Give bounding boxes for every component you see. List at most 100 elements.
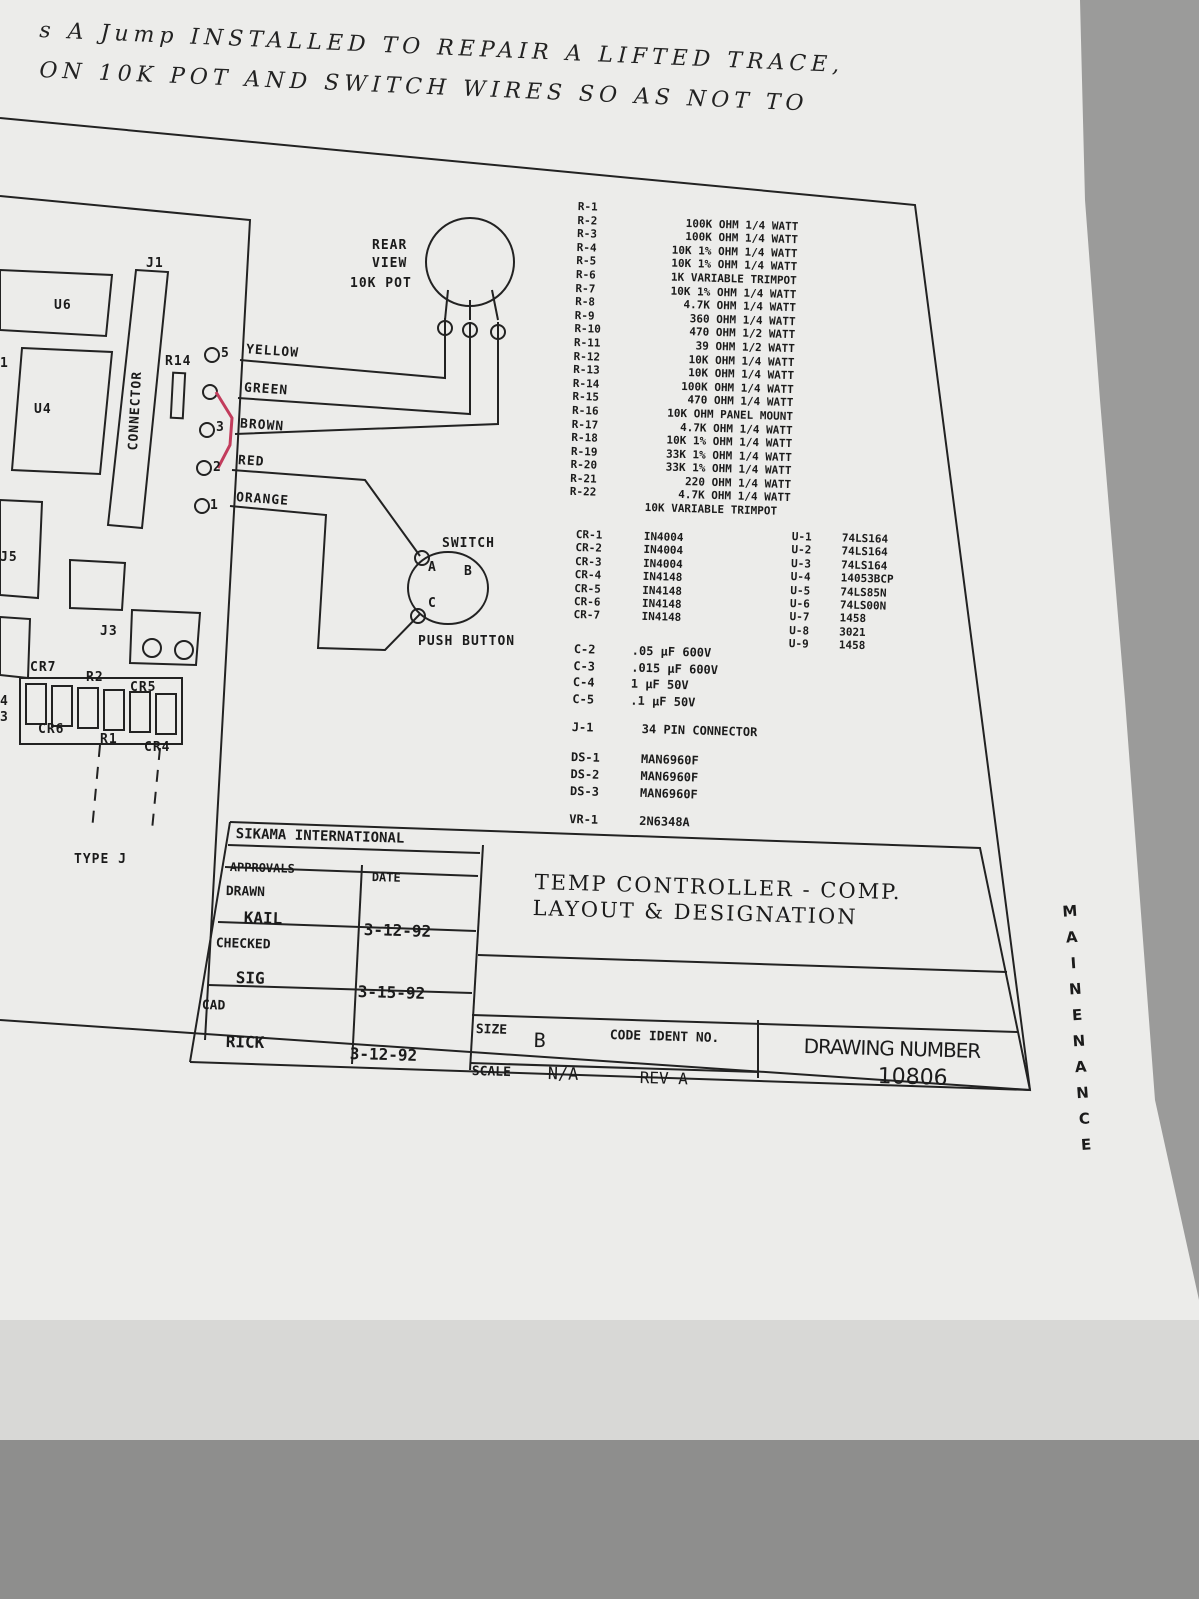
pin-4-wire-label: GREEN [243,380,289,399]
switch-label: SWITCH [442,536,495,551]
cad-by: RICK [225,1032,265,1053]
ic-ref: U-7 [789,610,810,624]
cr5-label: CR5 [130,680,157,695]
pot-label-rear: REAR [372,238,408,253]
cr4-label: CR4 [144,740,171,755]
capacitor-ref: C-4 [572,674,595,690]
ic-value: 3021 [839,625,866,639]
scale-value: N/A [547,1064,579,1085]
diode-value: IN4148 [642,583,683,598]
pin-2-wire-label: RED [237,453,265,470]
ic-value: 1458 [839,611,867,626]
stamp-letter: E [1080,1135,1092,1155]
capacitor-value: 1 µF 50V [630,676,689,693]
ic-value: 74LS164 [841,531,889,546]
u4-label: U4 [34,402,52,417]
ic-ref: U-8 [789,623,810,638]
cr6-label: CR6 [38,722,65,737]
switch-terminal-c: C [428,596,437,611]
red-jumper-mark [214,391,234,469]
capacitor-value: .1 µF 50V [630,693,696,709]
revision: REV A [639,1068,689,1089]
pot-label-10k: 10K POT [350,276,412,291]
capacitor-ref: C-3 [573,658,596,674]
approvals-header: APPROVALS [229,860,296,876]
ic-ref: U-4 [790,570,811,584]
resistor-ref [569,499,631,514]
diode-ref: CR-7 [573,608,601,623]
misc-val: MAN6960F [639,785,698,802]
drawn-date: 3-12-92 [363,920,432,941]
misc-ref: VR-1 [569,811,599,827]
ic-value: 74LS85N [840,584,887,600]
misc-val: 34 PIN CONNECTOR [641,721,758,740]
misc-ref: DS-2 [570,766,600,782]
checked-by: SIG [235,968,265,988]
stamp-letter: E [1071,1005,1083,1025]
switch-terminal-a: A [428,560,437,575]
ic-value: 74LS00N [839,598,887,613]
ic-row: U-9 1458 [789,637,892,653]
size-label: SIZE [475,1022,508,1038]
push-button-label: PUSH BUTTON [418,634,516,649]
side-label-4: 4 [0,694,9,709]
pin-2-number: 2 [213,460,222,475]
ic-ref: U-2 [791,543,812,557]
ic-ref: U-6 [789,596,810,611]
cad-date: 3-12-92 [349,1044,418,1065]
misc-val: MAN6960F [640,751,699,768]
pin-3-number: 3 [216,420,225,435]
code-ident-label: CODE IDENT NO. [609,1028,720,1047]
thermocouple-type-label: TYPE J [74,852,127,867]
diode-value: IN4148 [642,570,683,585]
stamp-letter: C [1078,1109,1091,1129]
size-value: B [533,1028,547,1053]
cad-label: CAD [201,998,226,1014]
r2-label: R2 [86,670,104,685]
j1-label: J1 [146,256,164,271]
stamp-letter: I [1070,953,1077,973]
stamp-letter: M [1061,901,1078,921]
diode-value: IN4004 [643,529,684,545]
switch-terminal-b: B [464,564,473,579]
u5-label: J5 [0,550,18,565]
ic-ref: U-5 [790,583,811,598]
stamp-letter: A [1065,927,1079,947]
drawing-number-label: DRAWING NUMBER [803,1034,981,1063]
capacitor-ref: C-5 [572,691,595,707]
stamp-letter: A [1074,1057,1088,1077]
misc-val: MAN6960F [640,768,699,785]
checked-date: 3-15-92 [357,982,426,1003]
ic-ref: U-9 [788,637,809,651]
drawn-by: KAIL [243,908,283,929]
r14-label: R14 [165,354,192,369]
r1-label: R1 [100,732,118,747]
diode-value: IN4004 [643,543,684,558]
side-label-3: 3 [0,710,9,725]
stamp-letter: N [1072,1031,1086,1051]
capacitor-ref: C-2 [573,642,596,657]
diode-value: IN4004 [642,556,683,571]
date-header: DATE [371,870,401,885]
ic-value: 1458 [838,638,866,653]
cr7-label: CR7 [30,660,57,675]
table-surface [0,1440,1199,1599]
misc-val: 2N6348A [639,813,690,830]
drawing-number: 10806 [877,1064,948,1091]
stamp-letter: N [1068,979,1083,999]
pin-3-wire-label: BROWN [239,416,285,435]
pot-label-view: VIEW [372,256,408,271]
stamp-letter: N [1075,1083,1090,1103]
diode-value: IN4148 [641,610,682,625]
misc-ref: J-1 [571,720,594,735]
ic-value: 74LS164 [840,558,888,573]
ic-ref: U-3 [790,556,812,571]
ic-value: 74LS164 [841,544,888,560]
misc-ref: DS-3 [569,783,600,799]
r-partial-label: 1 [0,356,9,371]
